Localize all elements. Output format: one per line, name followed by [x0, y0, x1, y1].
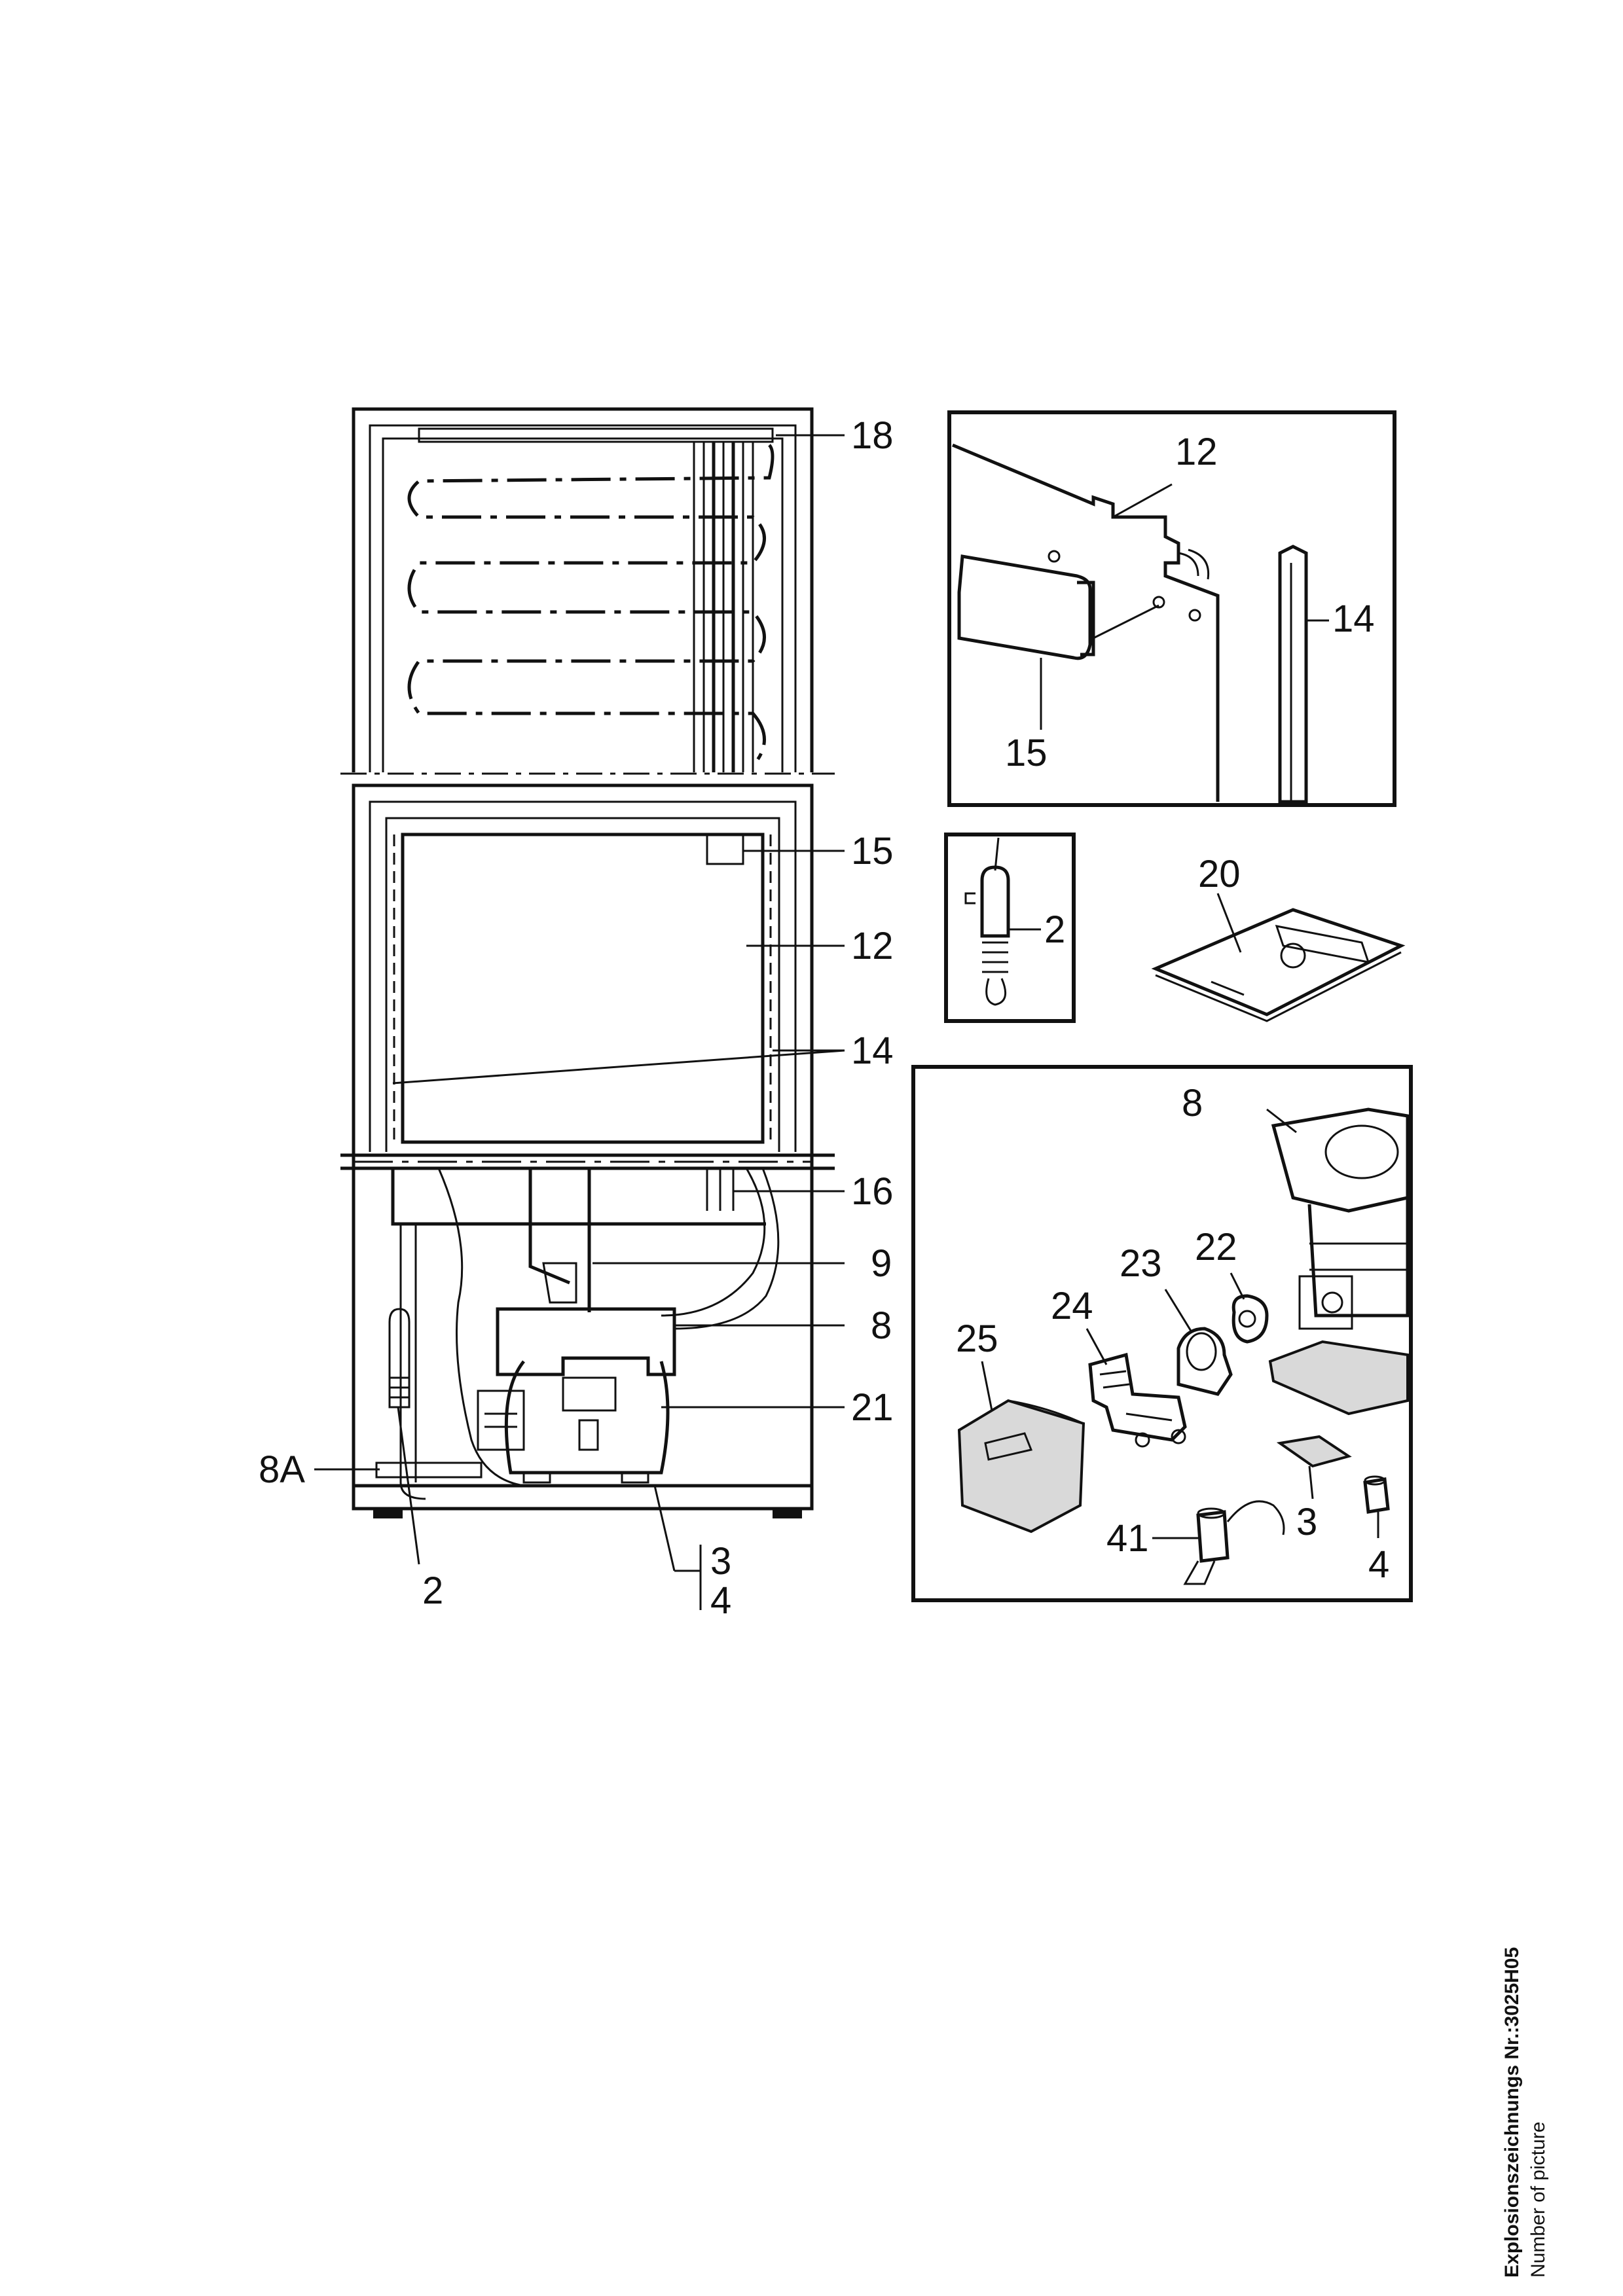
callout-12: 12 — [851, 925, 894, 967]
comp-callout-41: 41 — [1106, 1517, 1149, 1560]
top-bar-18 — [418, 427, 774, 443]
manual-callout-20: 20 — [1198, 853, 1241, 895]
callout-16: 16 — [851, 1170, 894, 1213]
detail-panel-sensor: 2 — [944, 833, 1076, 1023]
callout-9: 9 — [871, 1242, 892, 1285]
comp-callout-23: 23 — [1120, 1242, 1162, 1285]
drawing-caption: Explosionszeichnungs Nr.:3025H05 Number … — [1499, 1911, 1578, 2278]
callout-3: 3 — [710, 1540, 731, 1583]
lower-cabinet-view: 15 12 14 16 9 8 21 8A 2 3 4 — [259, 783, 894, 1622]
tube-bundle — [693, 442, 754, 772]
callout-14: 14 — [851, 1030, 894, 1072]
comp-callout-24: 24 — [1051, 1285, 1093, 1327]
callout-2: 2 — [422, 1570, 443, 1612]
detail-panel-compressor: 8 22 23 24 25 3 4 — [911, 1065, 1413, 1602]
detail-panel-liner: 12 14 15 — [947, 410, 1396, 807]
sensor-callout-2: 2 — [1044, 908, 1065, 951]
upper-cabinet-view: 18 — [340, 407, 894, 775]
callout-15: 15 — [851, 830, 894, 872]
comp-callout-22: 22 — [1195, 1226, 1237, 1268]
callout-18: 18 — [851, 414, 894, 457]
compressor-8 — [477, 1307, 676, 1484]
detail-callout-12: 12 — [1175, 431, 1218, 473]
drawing-number: Explosionszeichnungs Nr.:3025H05 — [1501, 1946, 1523, 2278]
comp-callout-4: 4 — [1368, 1543, 1389, 1586]
comp-callout-8: 8 — [1182, 1082, 1203, 1124]
callout-8a: 8A — [259, 1448, 305, 1491]
sensor-box-15 — [706, 833, 744, 865]
detail-callout-14: 14 — [1332, 598, 1375, 640]
caption-subtitle: Number of picture — [1527, 2121, 1549, 2278]
callout-21: 21 — [851, 1386, 894, 1429]
comp-callout-25: 25 — [956, 1318, 998, 1360]
callout-4: 4 — [710, 1579, 731, 1622]
comp-callout-3: 3 — [1296, 1501, 1317, 1543]
user-manual-20: 20 — [1151, 853, 1406, 1022]
detail-callout-15: 15 — [1005, 732, 1048, 774]
callout-8: 8 — [871, 1304, 892, 1347]
